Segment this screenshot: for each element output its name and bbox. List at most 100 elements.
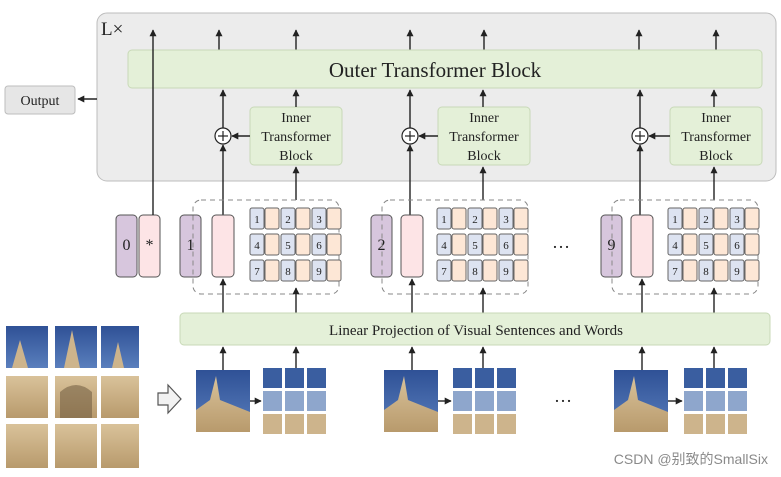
word-embedding-cell: [264, 207, 280, 230]
class-token-index-label: 0: [123, 237, 131, 254]
word-embedding-cell: [713, 233, 729, 256]
word-embedding-cell: [713, 259, 729, 282]
word-position-label: 2: [285, 214, 291, 226]
word-position-label: 8: [703, 266, 709, 278]
word-position-cell: [249, 207, 265, 230]
word-position-cell: [498, 207, 514, 230]
inner-transformer-label: Inner: [701, 111, 731, 126]
word-position-label: 3: [316, 214, 322, 226]
word-embedding-cell: [295, 259, 311, 282]
inner-transformer-label: Block: [279, 149, 312, 164]
visual-word-4: 4: [667, 233, 698, 256]
class-token-mark: *: [146, 237, 154, 254]
visual-word-6: 6: [498, 233, 529, 256]
word-embedding-cell: [682, 207, 698, 230]
tower-shape: [196, 376, 250, 432]
word-image-patch: [497, 414, 516, 434]
word-embedding-cell: [295, 233, 311, 256]
inner-transformer-label: Transformer: [449, 130, 519, 145]
tower-shape: [614, 376, 668, 432]
word-position-cell: [280, 233, 296, 256]
visual-word-1: 1: [436, 207, 467, 230]
visual-word-5: 5: [467, 233, 498, 256]
word-image-patch: [706, 391, 725, 411]
visual-word-4: 4: [249, 233, 280, 256]
visual-word-9: 9: [311, 259, 342, 282]
input-patch-4: [6, 376, 48, 418]
word-position-cell: [667, 259, 683, 282]
visual-word-8: 8: [467, 259, 498, 282]
word-embedding-cell: [326, 259, 342, 282]
visual-word-4: 4: [436, 233, 467, 256]
output-label: Output: [21, 94, 60, 109]
word-image-patch: [263, 368, 282, 388]
word-position-cell: [698, 259, 714, 282]
word-position-cell: [698, 233, 714, 256]
word-position-label: 6: [734, 240, 740, 252]
word-position-cell: [729, 233, 745, 256]
inner-transformer-label: Inner: [469, 111, 499, 126]
word-position-cell: [467, 259, 483, 282]
visual-word-7: 7: [436, 259, 467, 282]
word-image-patch: [728, 414, 747, 434]
word-image-patch: [307, 368, 326, 388]
outer-transformer-block: [127, 49, 763, 89]
ellipsis-tokens: …: [552, 232, 570, 252]
word-embedding-cell: [295, 207, 311, 230]
repeat-label: L×: [101, 19, 123, 40]
input-patch-9: [101, 424, 139, 468]
word-position-label: 9: [316, 266, 322, 278]
word-position-label: 5: [472, 240, 478, 252]
linear-projection-block: [179, 312, 771, 346]
word-position-cell: [729, 259, 745, 282]
word-embedding-cell: [451, 259, 467, 282]
word-embedding-cell: [713, 207, 729, 230]
word-position-cell: [436, 207, 452, 230]
word-image-patch: [684, 368, 703, 388]
word-image-patch: [706, 368, 725, 388]
word-image-patch: [497, 368, 516, 388]
residual-add-icon-1: [214, 127, 232, 145]
word-position-label: 1: [254, 214, 260, 226]
word-position-cell: [498, 259, 514, 282]
visual-word-1: 1: [249, 207, 280, 230]
word-position-cell: [436, 259, 452, 282]
sentence-embedding-token: [400, 214, 424, 278]
word-embedding-cell: [482, 233, 498, 256]
word-position-cell: [436, 233, 452, 256]
word-embedding-cell: [513, 207, 529, 230]
word-image-patch: [263, 414, 282, 434]
outer-transformer-title: Outer Transformer Block: [329, 58, 542, 82]
word-image-patch: [728, 391, 747, 411]
sentence-embedding-token: [630, 214, 654, 278]
word-embedding-cell: [482, 207, 498, 230]
sentence-position-label: 1: [187, 237, 195, 254]
word-position-label: 5: [285, 240, 291, 252]
word-position-label: 4: [254, 240, 260, 252]
word-embedding-cell: [513, 233, 529, 256]
word-position-label: 1: [672, 214, 678, 226]
input-patch-6: [101, 376, 139, 418]
word-position-label: 8: [472, 266, 478, 278]
word-position-label: 8: [285, 266, 291, 278]
inner-transformer-label: Block: [467, 149, 500, 164]
window-arch-shape: [60, 385, 92, 418]
word-embedding-cell: [682, 259, 698, 282]
class-token-group: 0 *: [115, 29, 161, 278]
visual-word-1: 1: [667, 207, 698, 230]
word-image-patch: [453, 368, 472, 388]
word-image-patch: [453, 391, 472, 411]
sentence-position-token: [179, 214, 202, 278]
word-position-label: 6: [316, 240, 322, 252]
spire-shapes: [12, 330, 124, 368]
word-image-patch: [475, 368, 494, 388]
word-position-cell: [467, 207, 483, 230]
word-position-cell: [667, 207, 683, 230]
watermark: CSDN @别致的SmallSix: [614, 451, 768, 467]
word-position-label: 5: [703, 240, 709, 252]
word-position-label: 9: [734, 266, 740, 278]
